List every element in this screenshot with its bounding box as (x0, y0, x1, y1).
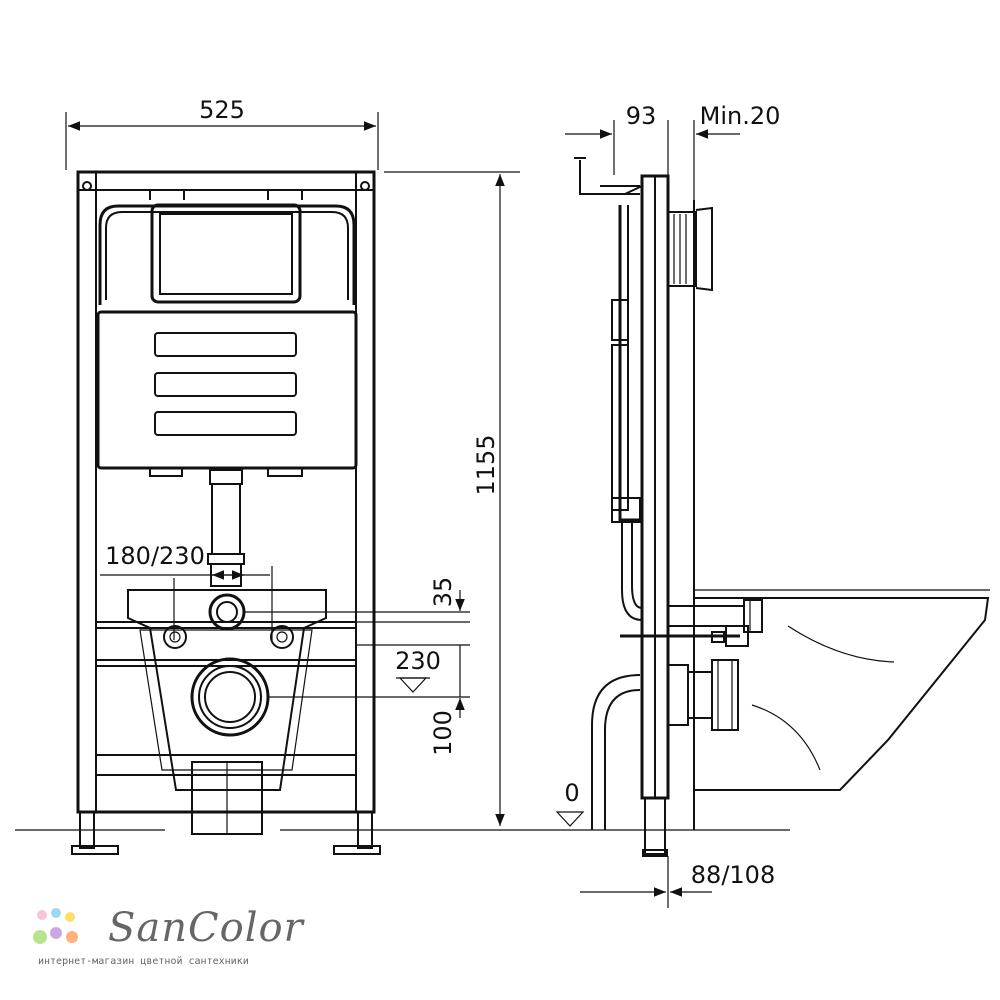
logo-dots-icon (33, 908, 78, 944)
cistern-side (611, 205, 643, 621)
frame-outline (71, 170, 381, 855)
flush-pipe (207, 469, 246, 631)
toilet-bowl (694, 597, 990, 791)
dim-180-230-label: 180/230 (105, 542, 205, 570)
top-brackets (149, 189, 303, 200)
outlet-side (667, 659, 739, 731)
sancolor-logo: SanColor интернет-магазин цветной сантех… (30, 905, 303, 975)
mounting-plate (127, 589, 327, 835)
wall-hook (574, 157, 643, 195)
dim-0-label: 0 (564, 779, 579, 807)
connector-pipes (620, 599, 763, 647)
dim-525-label: 525 (199, 96, 245, 124)
side-view (574, 157, 990, 857)
dimension-lines (65, 112, 740, 908)
frame-rails (96, 621, 356, 776)
dim-min20-label: Min.20 (700, 102, 781, 130)
logo-name: SanColor (108, 905, 304, 951)
dim-88-108-label: 88/108 (691, 861, 775, 889)
dim-1155-label: 1155 (472, 434, 500, 495)
waste-outlet (190, 657, 270, 737)
drain-bend (591, 674, 641, 830)
flush-actuator-side (667, 206, 713, 292)
logo-tagline: интернет-магазин цветной сантехники (38, 956, 249, 967)
dim-230-label: 230 (395, 647, 441, 675)
cistern (96, 203, 358, 477)
front-view (71, 170, 381, 855)
dim-100-label: 100 (429, 710, 457, 756)
dim-93-label: 93 (626, 102, 657, 130)
side-frame (640, 174, 670, 857)
wall (693, 200, 990, 830)
dim-35-label: 35 (429, 577, 457, 608)
